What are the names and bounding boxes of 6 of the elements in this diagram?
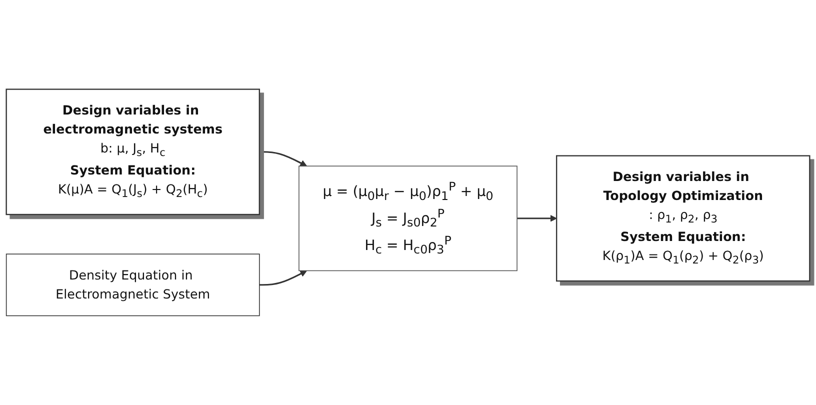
arrow [259,151,307,166]
node-box: Density Equation in Electromagnetic System [6,254,260,316]
node-box: Design variables in Topology Optimization : ρ$_{1}$, ρ$_{2}$, ρ$_{3}$ System Equation: K(ρ$_{1}$)A = Q$_{1}$(ρ$_{2}$) + Q$_{2}$(ρ$_{3}$) [556,155,810,282]
arrow [259,270,307,286]
arrow [517,214,557,222]
node-box: Design variables in electromagnetic systems b: μ, J$_{s}$, H$_{c}$ System Equation: K(μ)A = Q$_{1}$(J$_{s}$) + Q$_{2}$(H$_{c}$) [6,88,260,216]
